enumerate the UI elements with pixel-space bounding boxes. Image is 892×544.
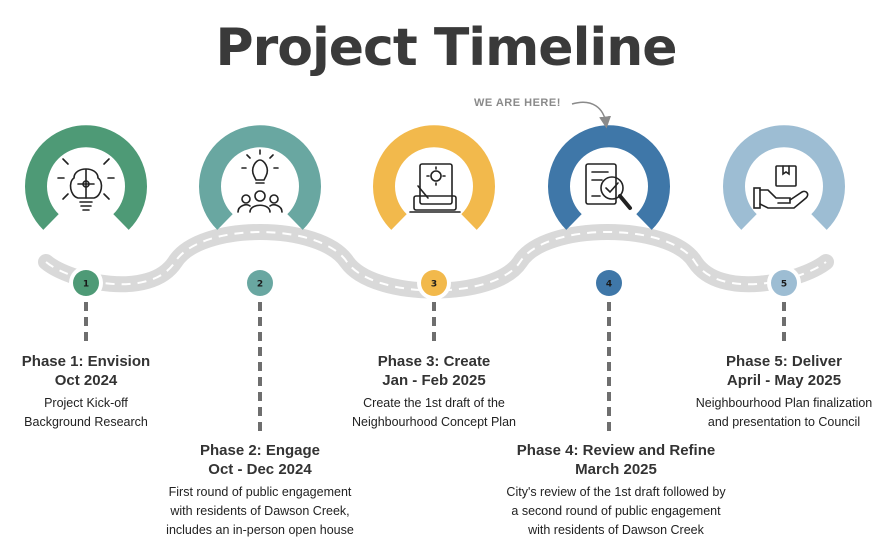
arc-phase-3 [373, 125, 495, 230]
phase-date: March 2025 [575, 461, 657, 478]
phase-title: Phase 5: Deliver [726, 353, 842, 370]
we-are-here-arrow [571, 101, 612, 129]
milestone-1: 1 [69, 266, 103, 300]
description-line: First round of public engagement [168, 485, 352, 499]
milestone-4: 4 [592, 266, 626, 300]
description-line: Create the 1st draft of the [363, 396, 505, 410]
phase-title: Phase 2: Engage [199, 442, 321, 459]
phase-1-text: Phase 1: Envision Oct 2024 Project Kick-… [0, 352, 172, 432]
description-line: with residents of Dawson Creek, [170, 504, 350, 518]
phase-5-text: Phase 5: Deliver April - May 2025 Neighb… [680, 352, 888, 432]
phase-description: City's review of the 1st draft followed … [489, 483, 743, 540]
milestone-3: 3 [417, 266, 451, 300]
description-line: City's review of the 1st draft followed … [506, 485, 726, 499]
description-line: Neighbourhood Concept Plan [351, 415, 516, 429]
description-line: Neighbourhood Plan finalization [695, 396, 873, 410]
phase-description: Neighbourhood Plan finalization and pres… [680, 394, 888, 432]
hand-box-icon [753, 165, 809, 209]
description-line: a second round of public engagement [511, 504, 721, 518]
milestone-number: 1 [83, 280, 89, 290]
we-are-here-label: WE ARE HERE! [474, 97, 561, 109]
page-title: Project Timeline [215, 18, 677, 78]
people-lightbulb-icon [237, 149, 283, 213]
milestone-dots: 1 2 3 4 5 [69, 266, 801, 300]
phase-description: Create the 1st draft of the Neighbourhoo… [329, 394, 539, 432]
phase-date: Oct 2024 [54, 372, 118, 389]
phase-title: Phase 1: Envision [21, 353, 151, 370]
phase-date: April - May 2025 [726, 372, 842, 389]
description-line: Background Research [24, 415, 148, 429]
phase-3-text: Phase 3: Create Jan - Feb 2025 Create th… [329, 352, 539, 432]
milestone-5: 5 [767, 266, 801, 300]
description-line: includes an in-person open house [166, 523, 354, 537]
arc-phase-1 [25, 125, 147, 230]
phase-title: Phase 4: Review and Refine [516, 442, 716, 459]
milestone-2: 2 [243, 266, 277, 300]
phase-date: Oct - Dec 2024 [208, 461, 312, 478]
arc-phase-5 [723, 125, 845, 230]
document-review-icon [585, 163, 632, 210]
milestone-number: 2 [257, 280, 263, 290]
brain-puzzle-icon [57, 158, 115, 211]
connector-lines [84, 302, 786, 432]
design-laptop-icon [409, 163, 461, 213]
milestone-number: 3 [431, 280, 437, 290]
phase-description: First round of public engagement with re… [150, 483, 370, 540]
arc-phase-4 [548, 125, 670, 230]
arc-phase-2 [199, 125, 321, 230]
phase-4-text: Phase 4: Review and Refine March 2025 Ci… [489, 441, 743, 540]
description-line: and presentation to Council [707, 415, 861, 429]
phase-2-text: Phase 2: Engage Oct - Dec 2024 First rou… [150, 441, 370, 540]
milestone-number: 5 [781, 280, 787, 290]
milestone-number: 4 [606, 280, 612, 290]
phase-description: Project Kick-off Background Research [0, 394, 172, 432]
phase-date: Jan - Feb 2025 [382, 372, 486, 389]
phase-title: Phase 3: Create [377, 353, 491, 370]
description-line: with residents of Dawson Creek [528, 523, 704, 537]
description-line: Project Kick-off [44, 396, 128, 410]
phase-arcs [25, 125, 845, 230]
